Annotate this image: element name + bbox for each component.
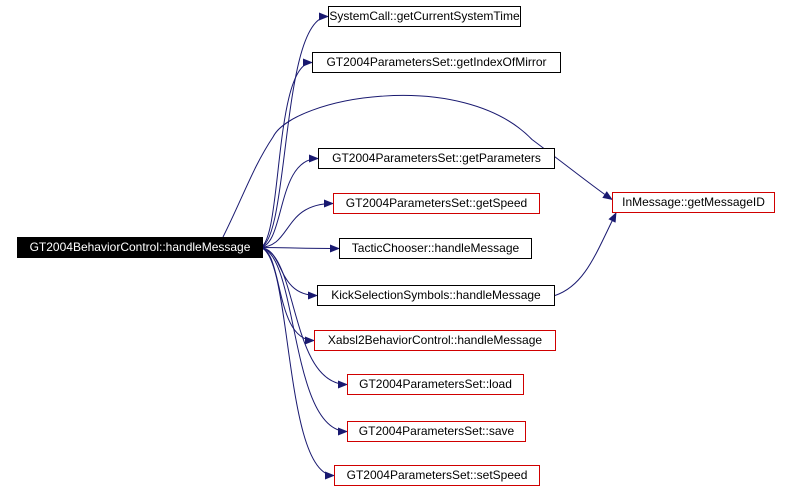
node-getparameters[interactable]: GT2004ParametersSet::getParameters [318, 148, 555, 169]
edge-n6-n11 [554, 212, 617, 296]
node-getindexofmirror[interactable]: GT2004ParametersSet::getIndexOfMirror [312, 52, 561, 73]
edge-root-n10 [258, 247, 335, 480]
edge-root-n3 [258, 154, 319, 248]
node-systemcall-getcurrentsystemtime[interactable]: SystemCall::getCurrentSystemTime [328, 6, 521, 27]
edge-root-n1 [258, 12, 329, 248]
node-kickselectionsymbols-handlemessage[interactable]: KickSelectionSymbols::handleMessage [317, 285, 555, 306]
edge-root-n9 [258, 247, 348, 436]
node-inmessage-getmessageid[interactable]: InMessage::getMessageID [612, 192, 775, 213]
node-save[interactable]: GT2004ParametersSet::save [347, 421, 526, 442]
edge-root-n11 [222, 94, 613, 238]
edge-root-n4 [258, 199, 334, 248]
node-tacticchooser-handlemessage[interactable]: TacticChooser::handleMessage [339, 238, 532, 259]
node-root[interactable]: GT2004BehaviorControl::handleMessage [17, 237, 263, 258]
node-getspeed[interactable]: GT2004ParametersSet::getSpeed [333, 193, 540, 214]
node-xabsl2behaviorcontrol-handlemessage[interactable]: Xabsl2BehaviorControl::handleMessage [314, 330, 556, 351]
node-load[interactable]: GT2004ParametersSet::load [347, 374, 524, 395]
node-setspeed[interactable]: GT2004ParametersSet::setSpeed [334, 465, 540, 486]
edge-root-n8 [258, 247, 348, 389]
edge-root-n2 [258, 58, 313, 248]
edge-root-n5 [258, 244, 340, 253]
